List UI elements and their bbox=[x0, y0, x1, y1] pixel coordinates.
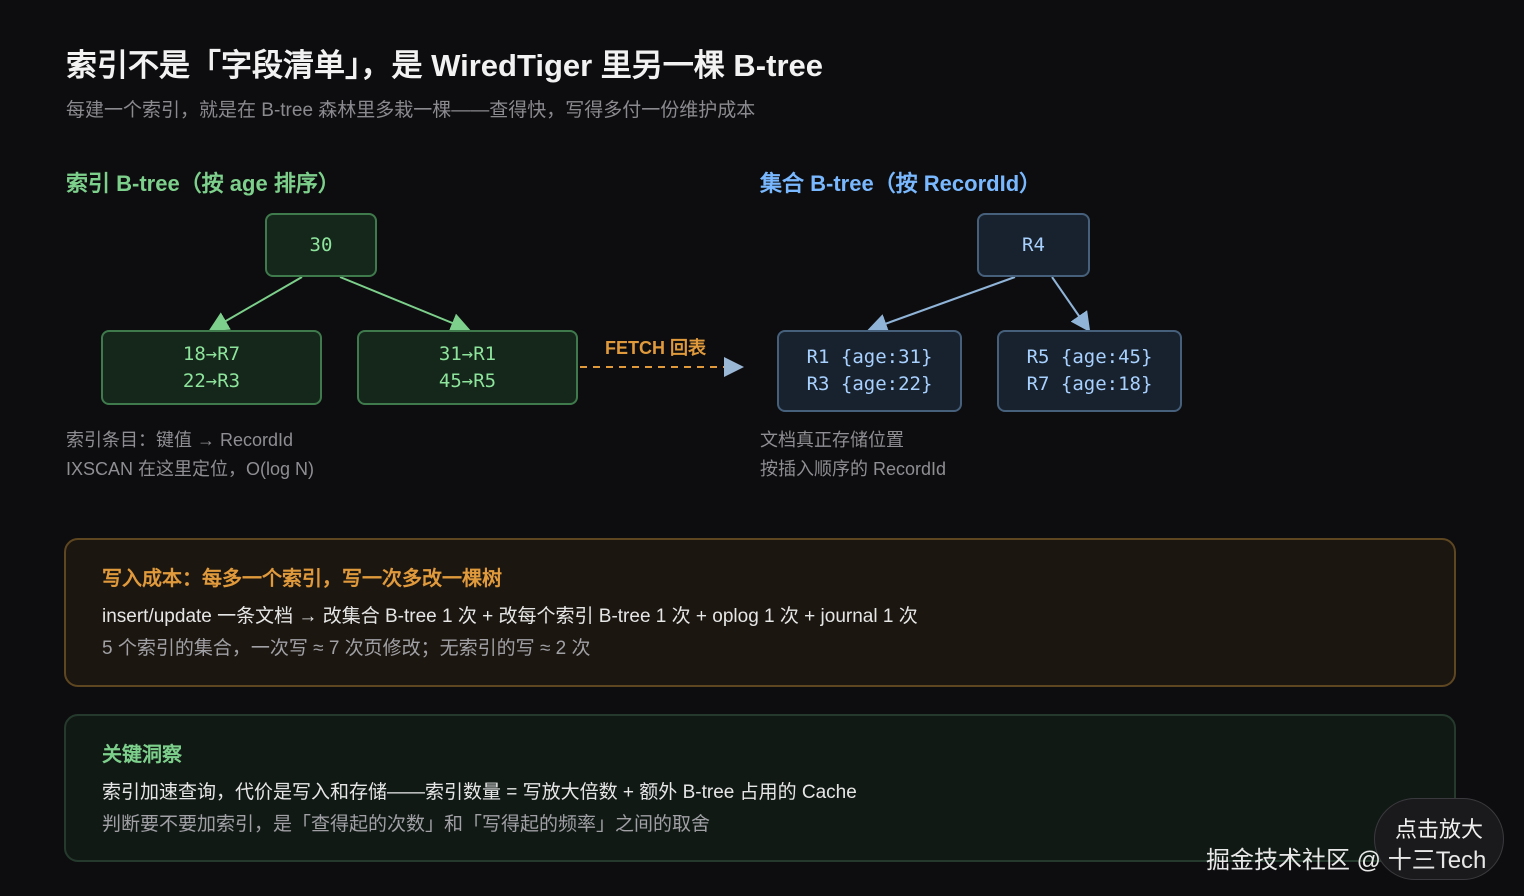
index-entry: 31→R1 bbox=[438, 342, 497, 365]
document-entry: R3 {age:22} bbox=[806, 373, 933, 395]
zoom-button[interactable]: 点击放大 bbox=[1374, 798, 1504, 880]
document-entry: R1 {age:31} bbox=[806, 346, 933, 368]
collection-edge-left bbox=[867, 276, 1016, 333]
write-cost-panel: 写入成本：每多一个索引，写一次多改一棵树 insert/update 一条文档 … bbox=[64, 538, 1456, 687]
index-root-label: 30 bbox=[309, 233, 333, 256]
collection-right-leaf: R5 {age:45} R7 {age:18} bbox=[997, 330, 1182, 412]
collection-left-leaf: R1 {age:31} R3 {age:22} bbox=[777, 330, 962, 412]
key-insight-panel: 关键洞察 索引加速查询，代价是写入和存储——索引数量 = 写放大倍数 + 额外 … bbox=[64, 714, 1456, 862]
key-insight-heading: 关键洞察 bbox=[102, 744, 182, 766]
write-cost-line: insert/update 一条文档 → 改集合 B-tree 1 次 + 改每… bbox=[102, 606, 918, 627]
collection-tree-heading: 集合 B-tree（按 RecordId） bbox=[760, 171, 1042, 196]
index-tree-caption: 索引条目：键值 → RecordId IXSCAN 在这里定位，O(log N) bbox=[66, 426, 314, 484]
caption-line: IXSCAN 在这里定位，O(log N) bbox=[66, 459, 315, 479]
key-insight-note: 判断要不要加索引，是「查得起的次数」和「写得起的频率」之间的取舍 bbox=[102, 814, 711, 835]
watermark: 掘金技术社区 @ 十三Tech bbox=[1206, 847, 1487, 874]
key-insight-line: 索引加速查询，代价是写入和存储——索引数量 = 写放大倍数 + 额外 B-tre… bbox=[102, 782, 857, 803]
write-cost-heading: 写入成本：每多一个索引，写一次多改一棵树 bbox=[102, 568, 502, 590]
page-subtitle: 每建一个索引，就是在 B-tree 森林里多栽一棵——查得快，写得多付一份维护成… bbox=[66, 100, 756, 121]
collection-edge-right bbox=[1051, 276, 1091, 333]
collection-root-node: R4 bbox=[977, 213, 1090, 277]
index-edge-left bbox=[208, 276, 303, 332]
index-edge-right bbox=[339, 276, 471, 333]
page-title: 索引不是「字段清单」，是 WiredTiger 里另一棵 B-tree bbox=[66, 48, 823, 83]
write-cost-note: 5 个索引的集合，一次写 ≈ 7 次页修改；无索引的写 ≈ 2 次 bbox=[102, 638, 591, 659]
caption-line: 按插入顺序的 RecordId bbox=[760, 459, 947, 479]
fetch-label: FETCH 回表 bbox=[605, 338, 706, 358]
document-entry: R5 {age:45} bbox=[1026, 346, 1153, 368]
index-entry: 22→R3 bbox=[182, 369, 241, 392]
caption-line: 文档真正存储位置 bbox=[760, 430, 904, 450]
caption-line: 索引条目：键值 → RecordId bbox=[66, 430, 294, 450]
index-root-node: 30 bbox=[265, 213, 377, 277]
index-entry: 45→R5 bbox=[438, 369, 497, 392]
index-left-leaf: 18→R7 22→R3 bbox=[101, 330, 322, 405]
collection-tree-caption: 文档真正存储位置 按插入顺序的 RecordId bbox=[760, 426, 946, 484]
index-entry: 18→R7 bbox=[182, 342, 241, 365]
collection-root-label: R4 bbox=[1022, 233, 1045, 256]
index-right-leaf: 31→R1 45→R5 bbox=[357, 330, 578, 405]
document-entry: R7 {age:18} bbox=[1026, 373, 1153, 395]
index-tree-heading: 索引 B-tree（按 age 排序） bbox=[66, 171, 340, 196]
